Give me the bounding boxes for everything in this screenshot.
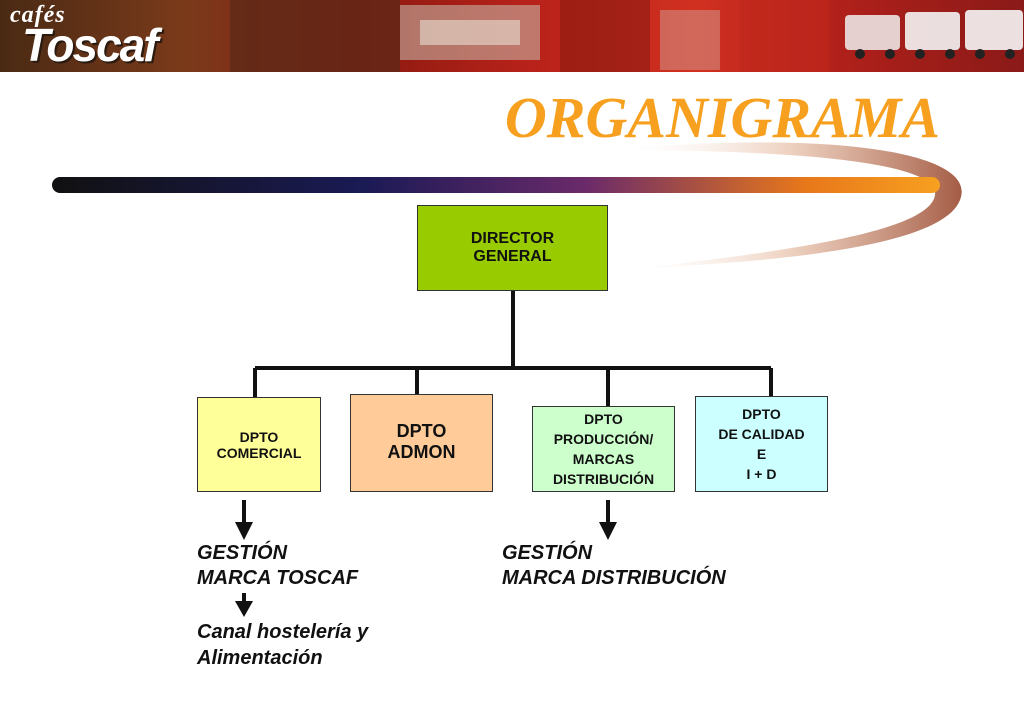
- arrow-comercial-head: [235, 522, 253, 540]
- banner-photo-collage: [230, 0, 1023, 72]
- label-gestion-marca-distribucion: GESTIÓN MARCA DISTRIBUCIÓN: [502, 542, 726, 589]
- box-director-general: DIRECTOR GENERAL: [417, 205, 608, 291]
- header-banner: cafés Toscaf: [0, 0, 1024, 72]
- arrow-toscaf-head: [235, 601, 253, 617]
- logo-cafes-text: cafés: [10, 2, 66, 28]
- arrow-produccion-head: [599, 522, 617, 540]
- page-title: ORGANIGRAMA: [504, 85, 940, 150]
- logo-toscaf-text: Toscaf: [22, 19, 159, 71]
- box-produccion-label: DPTO PRODUCCIÓN/ MARCAS DISTRIBUCIÓN: [552, 411, 655, 487]
- box-comercial-label: DPTO COMERCIAL: [216, 428, 302, 461]
- box-dpto-calidad: DPTO DE CALIDAD E I + D: [695, 396, 828, 492]
- box-dpto-admon: DPTO ADMON: [350, 394, 493, 492]
- box-dpto-produccion: DPTO PRODUCCIÓN/ MARCAS DISTRIBUCIÓN: [532, 406, 675, 492]
- box-admon-label: DPTO ADMON: [387, 421, 456, 462]
- box-calidad-label: DPTO DE CALIDAD E I + D: [718, 406, 805, 482]
- swoosh: [610, 142, 962, 268]
- label-gestion-marca-toscaf: GESTIÓN MARCA TOSCAF: [197, 542, 359, 589]
- box-director-label: DIRECTOR GENERAL: [470, 230, 555, 265]
- label-canal-hosteleria: Canal hostelería y Alimentación: [197, 621, 369, 669]
- box-dpto-comercial: DPTO COMERCIAL: [197, 397, 321, 492]
- title-underline-bar: [52, 177, 940, 193]
